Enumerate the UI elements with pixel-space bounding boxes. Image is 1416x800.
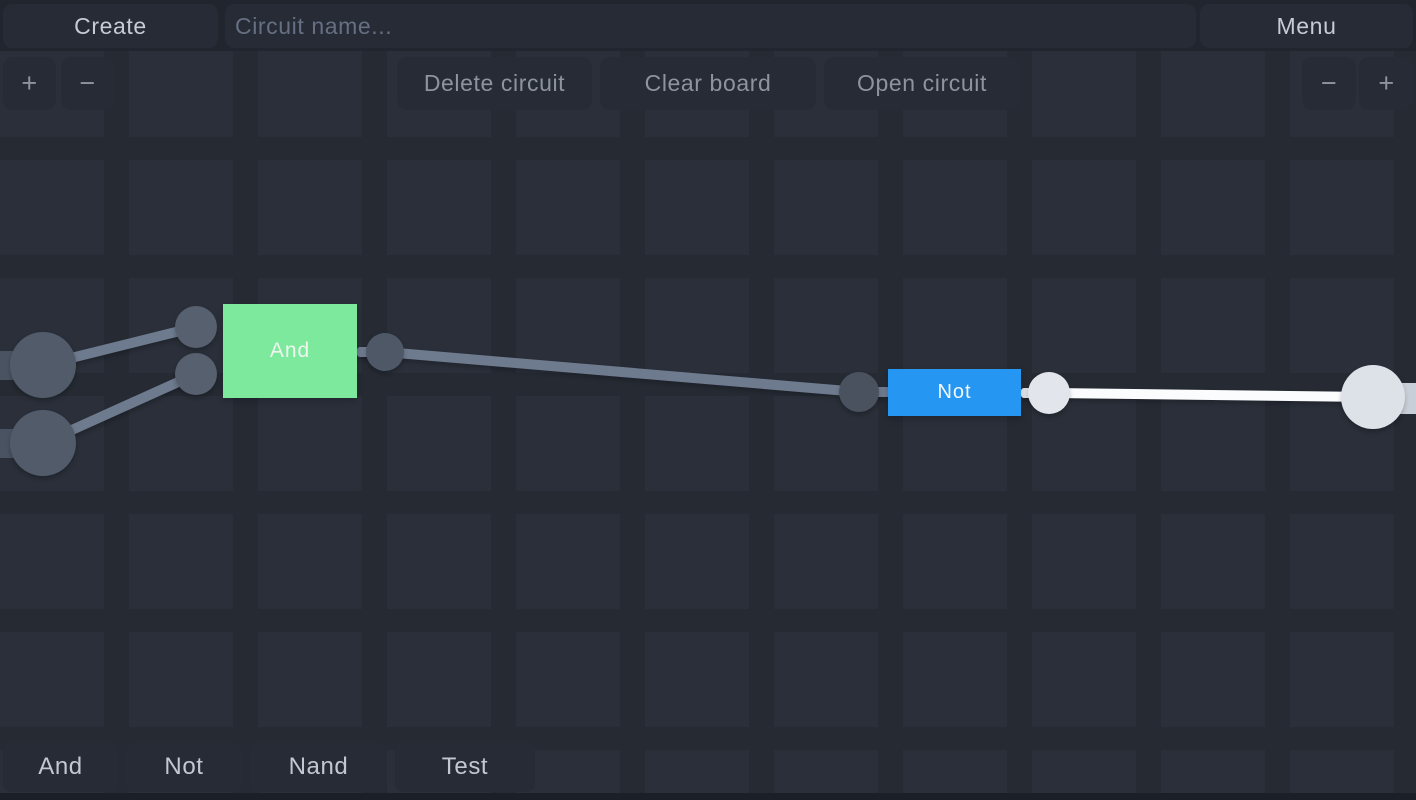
gate-label: And xyxy=(269,339,311,362)
zoom-out-button-left[interactable]: − xyxy=(61,57,114,110)
create-button[interactable]: Create xyxy=(3,4,218,48)
palette-button-test[interactable]: Test xyxy=(395,742,535,792)
output-lamp-node[interactable] xyxy=(1341,365,1405,429)
clear-board-button[interactable]: Clear board xyxy=(600,57,816,110)
and-input-node-2[interactable] xyxy=(175,353,217,395)
delete-circuit-button[interactable]: Delete circuit xyxy=(397,57,592,110)
bottom-edge-strip xyxy=(0,793,1416,800)
zoom-out-button-right[interactable]: − xyxy=(1302,57,1356,110)
palette-button-not[interactable]: Not xyxy=(126,742,242,792)
input-switch-node-2[interactable] xyxy=(10,410,76,476)
menu-button[interactable]: Menu xyxy=(1200,4,1413,48)
circuit-name-input[interactable] xyxy=(225,4,1196,48)
zoom-in-button-right[interactable]: + xyxy=(1359,57,1414,110)
gate-and[interactable]: And xyxy=(223,304,357,398)
gate-not[interactable]: Not xyxy=(888,369,1021,416)
zoom-in-button-left[interactable]: + xyxy=(3,57,56,110)
not-input-node[interactable] xyxy=(839,372,879,412)
and-output-node[interactable] xyxy=(366,333,404,371)
palette-button-nand[interactable]: Nand xyxy=(250,742,387,792)
wire-off[interactable] xyxy=(384,347,860,397)
not-output-node[interactable] xyxy=(1028,372,1070,414)
palette-button-and[interactable]: And xyxy=(3,742,118,792)
open-circuit-button[interactable]: Open circuit xyxy=(824,57,1020,110)
and-input-node-1[interactable] xyxy=(175,306,217,348)
input-switch-node-1[interactable] xyxy=(10,332,76,398)
gate-label: Not xyxy=(937,381,972,403)
wire-on[interactable] xyxy=(1048,388,1374,402)
